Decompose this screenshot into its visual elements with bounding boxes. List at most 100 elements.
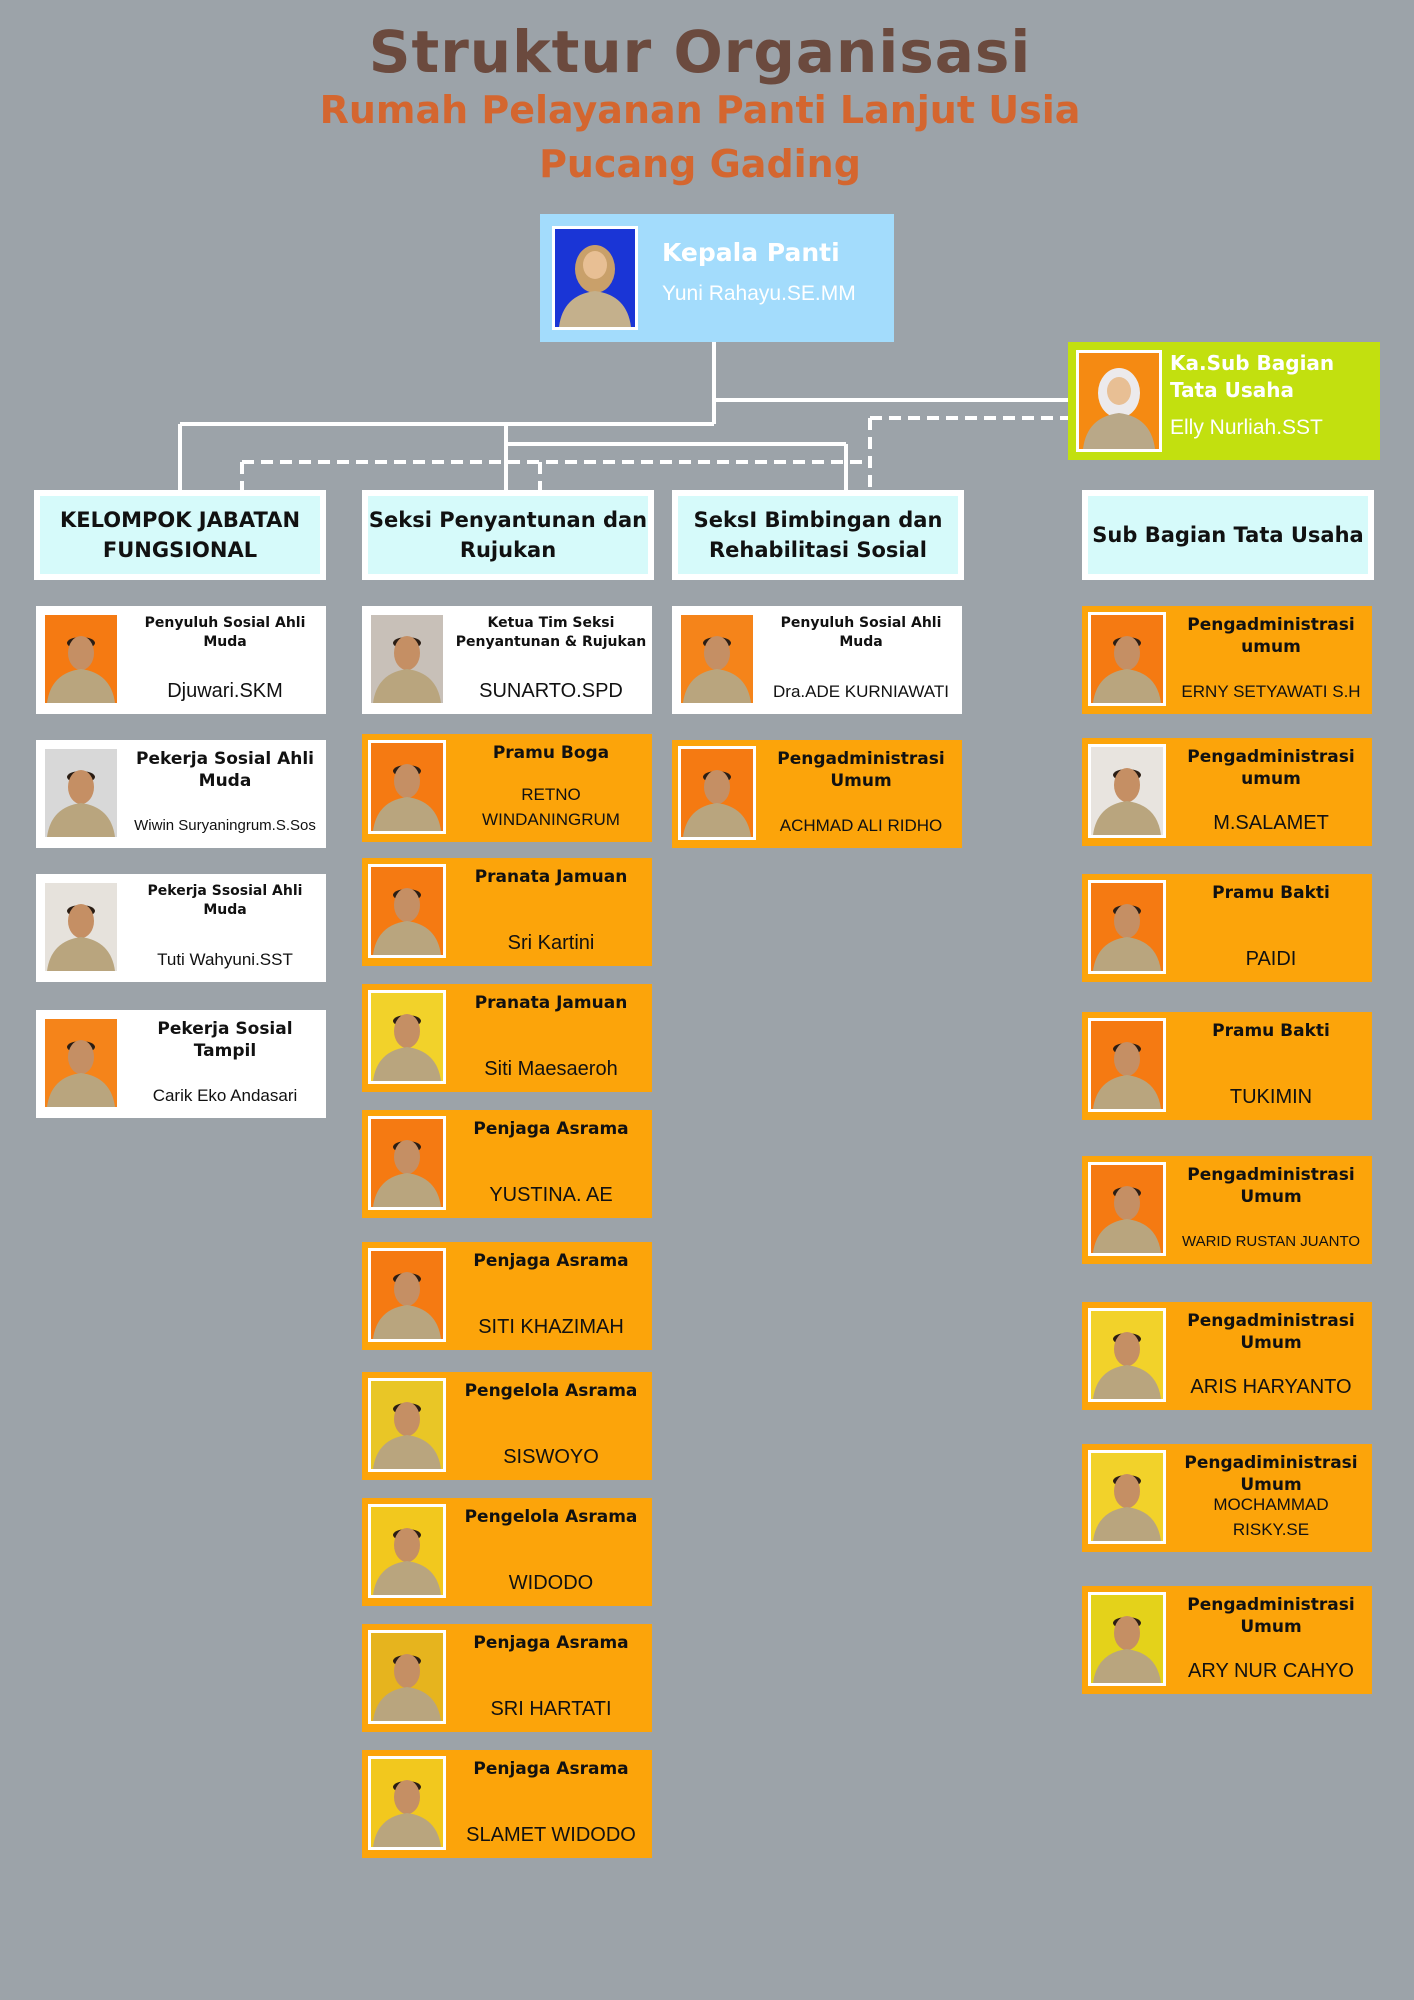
staff-name: Carik Eko Andasari [152, 1086, 298, 1105]
admin-head-name: Elly Nurliah.SST [1170, 416, 1323, 439]
avatar [1088, 1450, 1166, 1544]
avatar [368, 864, 446, 958]
staff-name: Dra.ADE KURNIAWATI [773, 682, 949, 701]
staff-name: SUNARTO.SPD [479, 680, 623, 702]
staff-role: Pranata Jamuan [474, 867, 628, 887]
staff-role: Pengelola Asrama [464, 1507, 638, 1527]
staff-name: SRI HARTATI [490, 1698, 612, 1720]
staff-name: Tuti Wahyuni.SST [157, 950, 293, 969]
staff-name: Wiwin Suryaningrum.S.Sos [134, 817, 316, 834]
staff-name: SLAMET WIDODO [466, 1824, 636, 1846]
staff-role: Pengadministrasi Umum [1187, 1595, 1355, 1637]
staff-role: Pengelola Asrama [464, 1381, 638, 1401]
avatar [42, 1016, 120, 1110]
avatar [1088, 1592, 1166, 1686]
head-name: Yuni Rahayu.SE.MM [662, 282, 856, 305]
head-of-home-card: Kepala Panti Yuni Rahayu.SE.MM [540, 214, 894, 342]
staff-name: SISWOYO [503, 1446, 599, 1468]
staff-name: RETNO WINDANINGRUM [482, 785, 620, 829]
staff-role: Ketua Tim Seksi Penyantunan & Rujukan [455, 615, 647, 650]
section-header-admin: Sub Bagian Tata Usaha [1082, 490, 1374, 580]
avatar [368, 1756, 446, 1850]
avatar [368, 990, 446, 1084]
staff-role: Penyuluh Sosial Ahli Muda [780, 615, 942, 650]
section-header-rehab: SeksI Bimbingan dan Rehabilitasi Sosial [672, 490, 964, 580]
staff-role: Pengadministrasi Umum [777, 749, 945, 791]
staff-name: MOCHAMMAD RISKY.SE [1213, 1495, 1329, 1539]
admin-head-role: Ka.Sub Bagian Tata Usaha [1170, 351, 1335, 402]
chart-subtitle-line1: Rumah Pelayanan Panti Lanjut Usia [319, 88, 1081, 132]
staff-name: PAIDI [1245, 948, 1297, 970]
admin-head-card: Ka.Sub Bagian Tata Usaha Elly Nurliah.SS… [1068, 342, 1380, 460]
staff-name: Siti Maesaeroh [484, 1058, 618, 1080]
avatar [368, 1378, 446, 1472]
avatar [368, 740, 446, 834]
staff-role: Penjaga Asrama [473, 1633, 629, 1653]
staff-role: Penjaga Asrama [473, 1759, 629, 1779]
avatar [1076, 350, 1162, 452]
section-header-care: Seksi Penyantunan dan Rujukan [362, 490, 654, 580]
staff-name: Sri Kartini [507, 932, 595, 954]
staff-role: Pramu Bakti [1212, 883, 1330, 903]
avatar [678, 746, 756, 840]
staff-role: Pengadministrasi Umum [1187, 1165, 1355, 1207]
avatar [368, 1116, 446, 1210]
staff-name: TUKIMIN [1229, 1086, 1313, 1108]
staff-name: WIDODO [508, 1572, 594, 1594]
staff-role: Pekerja Sosial Ahli Muda [136, 749, 314, 791]
avatar [368, 1504, 446, 1598]
staff-role: Pramu Boga [492, 743, 610, 763]
head-role: Kepala Panti [662, 238, 840, 267]
staff-role: Penjaga Asrama [473, 1251, 629, 1271]
avatar [552, 226, 638, 330]
avatar [1088, 1308, 1166, 1402]
staff-name: ACHMAD ALI RIDHO [779, 816, 943, 835]
avatar [678, 612, 756, 706]
chart-subtitle-line2: Pucang Gading [539, 142, 861, 186]
staff-role: Pramu Bakti [1212, 1021, 1330, 1041]
avatar [42, 746, 120, 840]
avatar [1088, 1018, 1166, 1112]
avatar [368, 1248, 446, 1342]
staff-role: Penyuluh Sosial Ahli Muda [144, 615, 306, 650]
staff-name: ARY NUR CAHYO [1188, 1660, 1354, 1682]
avatar [368, 1630, 446, 1724]
staff-role: Pekerja Ssosial Ahli Muda [147, 883, 303, 918]
avatar [1088, 744, 1166, 838]
staff-name: WARID RUSTAN JUANTO [1181, 1233, 1361, 1250]
staff-name: M.SALAMET [1213, 812, 1329, 834]
staff-role: Pekerja Sosial Tampil [157, 1019, 293, 1061]
staff-name: ARIS HARYANTO [1190, 1376, 1352, 1398]
avatar [42, 880, 120, 974]
staff-role: Pengadministrasi umum [1187, 615, 1355, 657]
avatar [42, 612, 120, 706]
staff-role: Pengadministrasi Umum [1187, 1311, 1355, 1353]
avatar [1088, 880, 1166, 974]
avatar [1088, 612, 1166, 706]
staff-name: YUSTINA. AE [489, 1184, 613, 1206]
